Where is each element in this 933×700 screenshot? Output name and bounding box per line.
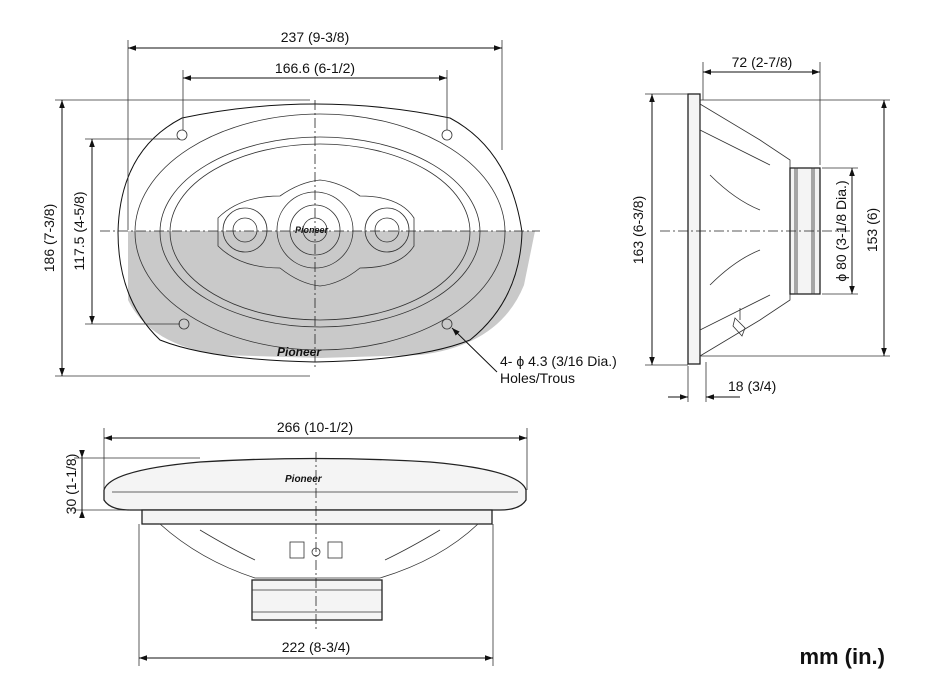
front-right-tweeter [364,207,410,253]
mounting-hole-top-right [441,129,453,141]
dim-hole-spacing: 166.6 (6-1/2) [275,60,355,76]
holes-leader [451,327,498,373]
units-label: mm (in.) [799,644,885,669]
bottom-terminal-right [327,541,343,559]
bottom-view: Pioneer 266 (10-1/2) 30 (1-1/8) 222 (8-3 [63,419,528,666]
dim-front-width: 237 (9-3/8) [281,29,349,45]
dim-hole-vertical: 117.5 (4-5/8) [71,191,87,270]
front-tweeter-badge: Pioneer [295,225,329,235]
bottom-brand-logo: Pioneer [285,474,323,485]
dim-front-height: 186 (7-3/8) [41,204,57,272]
mounting-hole-top-left [176,129,188,141]
front-right-tweeter-inner [374,217,400,243]
dim-magnet-dia: ϕ 80 (3-1/8 Dia.) [833,180,849,281]
holes-callout-line2: Holes/Trous [500,370,575,386]
dim-side-depth: 72 (2-7/8) [732,54,793,70]
side-terminal [732,317,746,337]
front-inner-oval-3 [169,143,471,321]
front-left-tweeter [222,207,268,253]
dim-bottom-cutout: 222 (8-3/4) [282,639,350,655]
side-view: 72 (2-7/8) 163 (6-3/8) 153 (6) ϕ 80 (3-1… [630,54,890,402]
bottom-magnet [251,579,383,621]
dim-flange-depth: 18 (3/4) [728,378,776,394]
front-brand-logo: Pioneer [277,345,322,359]
dim-bottom-height: 30 (1-1/8) [63,454,79,515]
dim-bottom-width: 266 (10-1/2) [277,419,353,435]
dim-side-height: 163 (6-3/8) [630,196,646,264]
side-flange [687,93,701,365]
front-left-tweeter-inner [232,217,258,243]
front-tweeter-bridge [217,179,415,287]
front-inner-oval-1 [134,113,506,351]
side-basket [699,103,791,357]
front-inner-oval-2 [159,136,481,328]
holes-callout-line1: 4- ϕ 4.3 (3/16 Dia.) [500,353,617,369]
bottom-lower-flange [141,509,493,525]
bottom-terminal-left [289,541,305,559]
front-view-shaded-half [128,231,535,358]
dim-side-frame: 153 (6) [864,208,880,252]
mounting-hole-bottom-right [441,318,453,330]
front-view: Pioneer Pioneer 237 (9-3/8) 166.6 (6-1/2… [41,29,617,386]
bottom-basket [158,523,480,579]
